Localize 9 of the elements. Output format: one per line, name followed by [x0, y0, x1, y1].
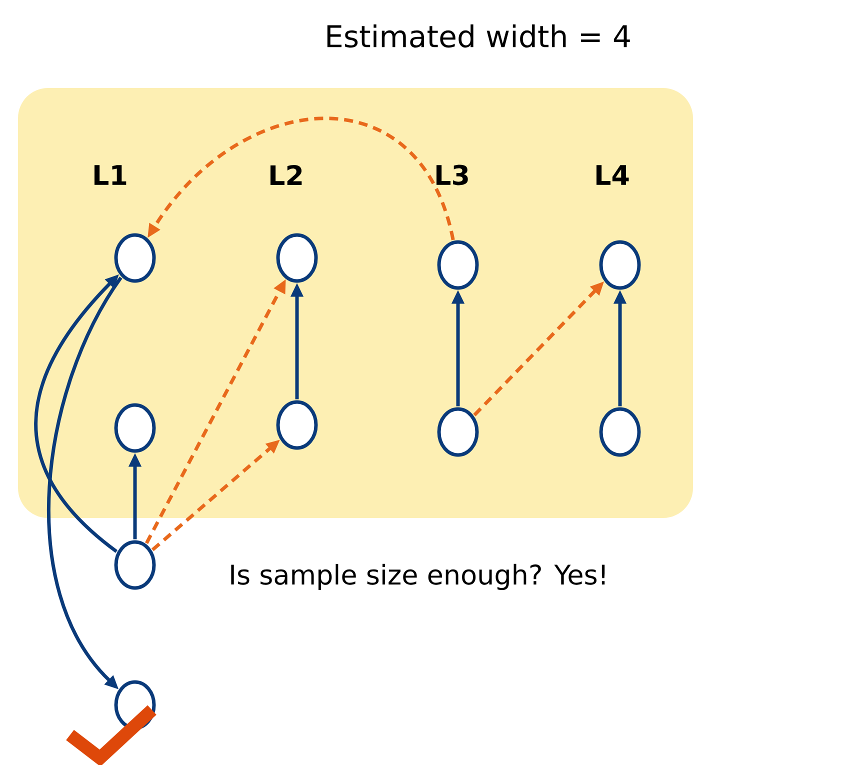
node-circle — [114, 540, 156, 590]
node-circle — [114, 680, 156, 730]
column-label: L2 — [270, 164, 302, 186]
column-label: L4 — [596, 165, 629, 185]
column-label: L3 — [436, 164, 468, 186]
column-label: L1 — [94, 165, 126, 185]
panel-background — [18, 88, 693, 518]
note-text: Is sample size enough? Yes! — [231, 564, 605, 590]
title: Estimated width = 4 — [327, 24, 630, 48]
